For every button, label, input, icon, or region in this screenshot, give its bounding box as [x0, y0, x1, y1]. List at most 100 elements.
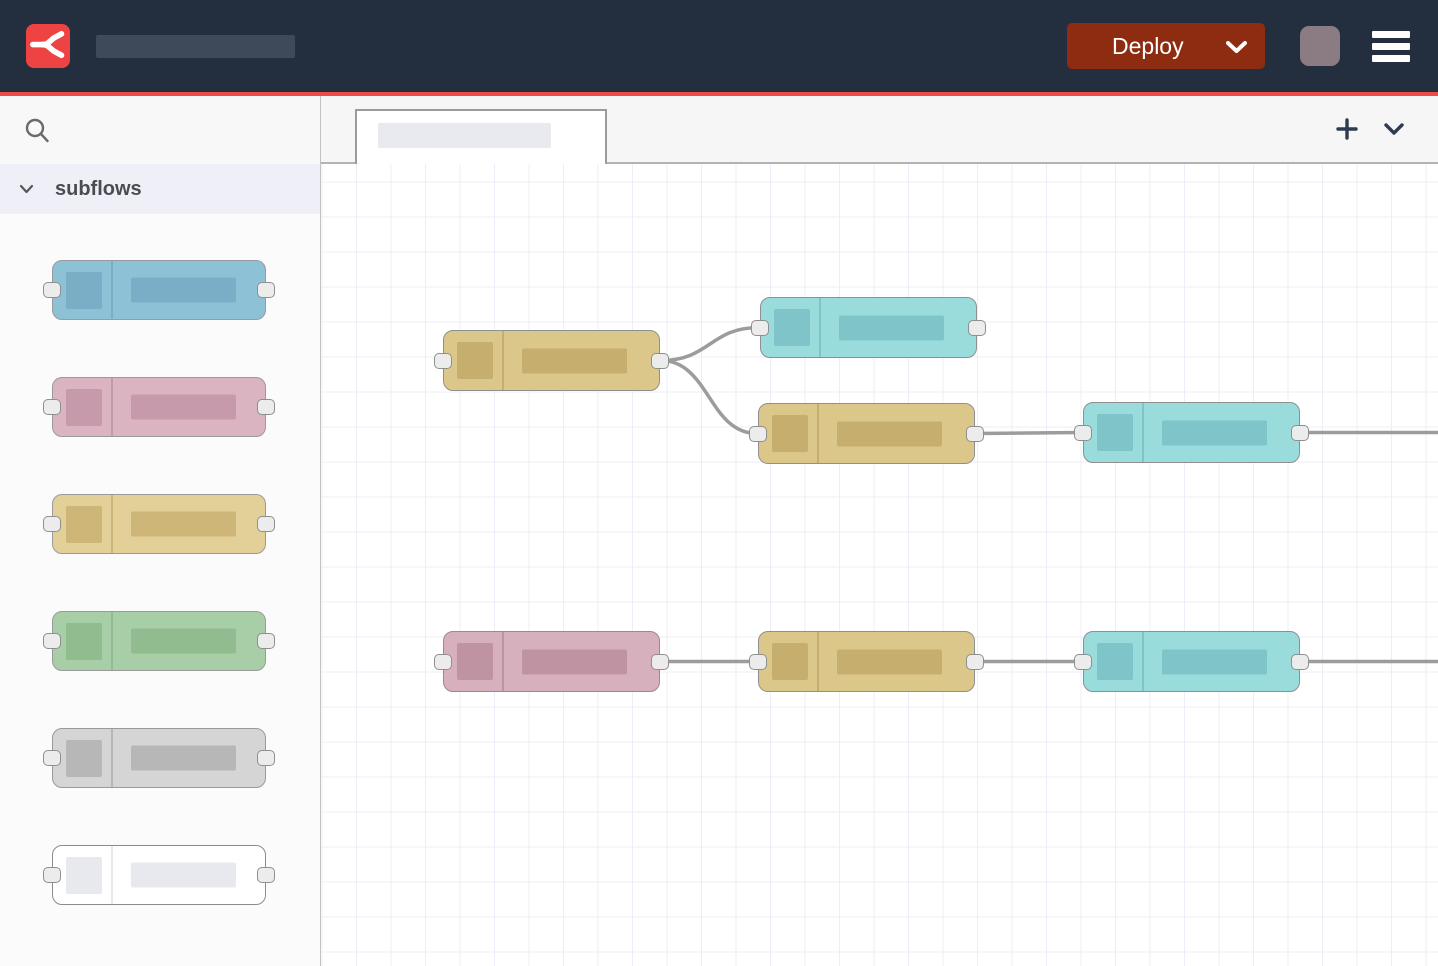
node-output-port[interactable]: [966, 654, 984, 670]
node-icon: [1097, 643, 1133, 680]
node-input-port[interactable]: [1074, 425, 1092, 441]
node-output-port[interactable]: [257, 516, 275, 532]
plus-icon: [1336, 118, 1358, 140]
subflow-yellow[interactable]: [52, 494, 266, 554]
node-label-placeholder: [131, 629, 236, 654]
node-icon: [772, 643, 808, 680]
node-divider: [111, 612, 113, 670]
node-input-port[interactable]: [43, 282, 61, 298]
node-label-placeholder: [837, 421, 942, 446]
node-output-port[interactable]: [257, 867, 275, 883]
flow-node-yellow[interactable]: [758, 631, 975, 692]
node-label-placeholder: [837, 649, 942, 674]
node-output-port[interactable]: [257, 750, 275, 766]
fork-branch-icon: [30, 26, 66, 67]
node-output-port[interactable]: [257, 399, 275, 415]
deploy-button-label: Deploy: [1112, 33, 1184, 60]
node-output-port[interactable]: [1291, 425, 1309, 441]
node-input-port[interactable]: [1074, 654, 1092, 670]
node-icon: [66, 857, 102, 894]
flow-node-pink[interactable]: [443, 631, 660, 692]
node-icon: [457, 643, 493, 680]
node-divider: [111, 846, 113, 904]
node-output-port[interactable]: [651, 353, 669, 369]
node-divider: [502, 632, 504, 691]
node-input-port[interactable]: [43, 633, 61, 649]
subflow-blue[interactable]: [52, 260, 266, 320]
node-icon: [66, 272, 102, 309]
node-label-placeholder: [131, 863, 236, 888]
section-label: subflows: [55, 178, 142, 201]
header: Deploy: [0, 0, 1438, 92]
add-flow-button[interactable]: [1336, 118, 1358, 140]
subflow-green[interactable]: [52, 611, 266, 671]
app-logo: [26, 24, 70, 68]
wire-layer: [321, 164, 1438, 966]
tab-list-button[interactable]: [1384, 123, 1404, 136]
node-divider: [817, 632, 819, 691]
node-divider: [1142, 403, 1144, 462]
node-output-port[interactable]: [966, 426, 984, 442]
node-input-port[interactable]: [43, 399, 61, 415]
flow-node-yellow[interactable]: [443, 330, 660, 391]
node-divider: [111, 729, 113, 787]
deploy-button[interactable]: Deploy: [1067, 23, 1265, 69]
node-output-port[interactable]: [1291, 654, 1309, 670]
node-icon: [772, 415, 808, 452]
flow-node-cyan[interactable]: [760, 297, 977, 358]
node-label-placeholder: [131, 746, 236, 771]
flow-node-cyan[interactable]: [1083, 402, 1300, 463]
node-input-port[interactable]: [434, 353, 452, 369]
wire[interactable]: [976, 433, 1082, 434]
subflow-gray[interactable]: [52, 728, 266, 788]
node-icon: [66, 623, 102, 660]
main-menu-icon[interactable]: [1372, 31, 1410, 62]
workspace-tabbar: [321, 96, 1438, 164]
node-divider: [817, 404, 819, 463]
node-label-placeholder: [1162, 649, 1267, 674]
node-label-placeholder: [131, 395, 236, 420]
flow-tab-label-placeholder: [378, 123, 551, 148]
node-input-port[interactable]: [434, 654, 452, 670]
flow-tab[interactable]: [355, 109, 607, 164]
wire[interactable]: [661, 328, 759, 361]
node-input-port[interactable]: [751, 320, 769, 336]
chevron-down-icon: [1384, 123, 1404, 136]
node-label-placeholder: [522, 649, 627, 674]
search-icon: [25, 118, 49, 143]
node-input-port[interactable]: [749, 426, 767, 442]
chevron-down-icon: [1226, 33, 1247, 60]
flow-node-yellow[interactable]: [758, 403, 975, 464]
chevron-down-icon: [19, 184, 34, 194]
subflow-white[interactable]: [52, 845, 266, 905]
node-input-port[interactable]: [749, 654, 767, 670]
node-divider: [1142, 632, 1144, 691]
node-icon: [66, 740, 102, 777]
node-output-port[interactable]: [651, 654, 669, 670]
node-output-port[interactable]: [257, 282, 275, 298]
node-divider: [502, 331, 504, 390]
palette-search[interactable]: [0, 96, 320, 164]
node-divider: [819, 298, 821, 357]
node-label-placeholder: [131, 512, 236, 537]
node-icon: [66, 506, 102, 543]
workspace-title-placeholder: [96, 35, 295, 58]
node-icon: [1097, 414, 1133, 451]
node-divider: [111, 261, 113, 319]
wire[interactable]: [661, 361, 757, 434]
node-output-port[interactable]: [968, 320, 986, 336]
subflow-pink[interactable]: [52, 377, 266, 437]
palette-sidebar: subflows: [0, 96, 321, 966]
node-input-port[interactable]: [43, 867, 61, 883]
user-avatar[interactable]: [1300, 26, 1340, 66]
flow-canvas[interactable]: [321, 164, 1438, 966]
node-label-placeholder: [839, 315, 944, 340]
node-input-port[interactable]: [43, 516, 61, 532]
palette-list: [0, 214, 320, 905]
node-output-port[interactable]: [257, 633, 275, 649]
palette-section-subflows[interactable]: subflows: [0, 164, 320, 214]
node-input-port[interactable]: [43, 750, 61, 766]
flow-node-cyan[interactable]: [1083, 631, 1300, 692]
node-icon: [774, 309, 810, 346]
